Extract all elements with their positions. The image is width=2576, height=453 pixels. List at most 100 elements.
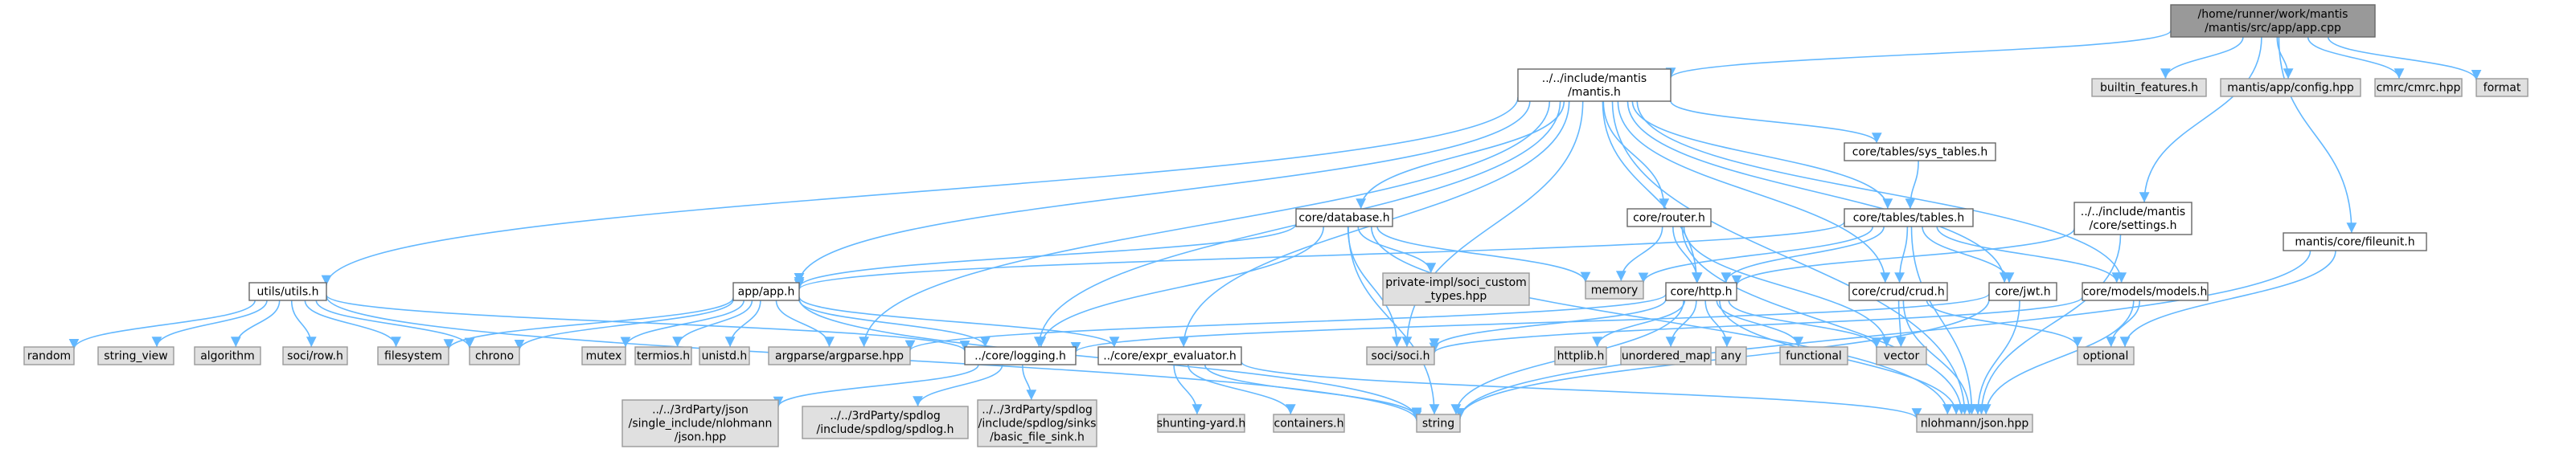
edge-mantis_h-to-utils_h [321,96,1519,286]
edge-models_h-to-soci_h [1429,296,2083,354]
edge-app_cpp-to-format [2327,36,2482,80]
node-mutex: mutex [581,346,626,365]
node-box [469,346,520,365]
edge-app_h-to-mutex [620,300,744,348]
edge-mantis_h-to-argparse [859,100,1551,348]
node-label: ../../include/mantis [2081,206,2185,218]
node-label: utils/utils.h [257,286,319,299]
node-fileunit[interactable]: mantis/core/fileunit.h [2283,232,2427,251]
node-box [1416,414,1461,433]
edge-database_h-to-app_h [794,223,1297,288]
node-expr-eval[interactable]: ../core/expr_evaluator.h [1097,346,1242,365]
node-label: ../../3rdParty/json [652,404,749,417]
edge-database_h-to-soci_custom [1357,226,1437,274]
node-label: /basic_file_sink.h [990,431,1085,444]
edge-logging_h-to-basic_file_sink [1022,364,1037,401]
node-label: ../core/logging.h [974,350,1066,363]
node-box [977,399,1097,447]
node-box [1157,414,1245,433]
node-mantis-h[interactable]: ../../include/mantis/mantis.h [1517,68,1672,102]
node-filesystem: filesystem [377,346,449,365]
node-label: /include/spdlog/sinks [978,418,1097,431]
edge-crud_h-to-nlohmann_json [1902,300,1975,415]
edge-tables_h-to-crud_h [1894,226,1909,284]
node-app-cpp[interactable]: /home/runner/work/mantis/mantis/src/app/… [2170,4,2376,38]
node-sys-tables[interactable]: core/tables/sys_tables.h [1844,142,1996,161]
node-box [1916,414,2033,433]
edge-settings_h-to-nlohmann_json [1976,234,2122,415]
node-box [1295,208,1393,227]
node-label: argparse/argparse.hpp [775,350,904,363]
edge-router_h-to-nlohmann_json [1681,226,1967,415]
edge-jwt_h-to-logging_h [1071,293,1990,353]
edge-utils_h-to-soci_row [290,300,317,348]
node-label: random [27,350,71,363]
edge-app_cpp-to-builtin_features [2160,36,2244,80]
node-label: string [1422,418,1454,431]
edge-expr_eval-to-string [1204,364,1422,418]
node-database-h[interactable]: core/database.h [1295,208,1393,227]
node-label: private-impl/soci_custom [1385,276,1527,289]
node-box [1715,346,1747,365]
node-settings-h[interactable]: ../../include/mantis/core/settings.h [2074,202,2192,235]
node-chrono: chrono [469,346,520,365]
node-box [1620,346,1712,365]
node-box [2077,346,2135,365]
node-httplib: httplib.h [1554,346,1607,365]
node-tables-h[interactable]: core/tables/tables.h [1844,208,1974,227]
edge-http_h-to-httplib [1592,300,1686,348]
node-box [97,346,174,365]
node-app-h[interactable]: app/app.h [732,282,800,301]
node-router-h[interactable]: core/router.h [1626,208,1712,227]
node-builtin-features: builtin_features.h [2091,78,2207,97]
node-label: ../../3rdParty/spdlog [830,410,941,422]
node-http-h[interactable]: core/http.h [1665,282,1737,301]
node-box [2082,282,2209,301]
edge-crud_h-to-vector [1895,300,1906,348]
node-label: any [1721,350,1741,363]
edge-mantis_h-to-router_h [1602,100,1670,210]
node-label: mantis/app/config.hpp [2227,82,2354,95]
edge-mantis_h-to-crud_h [1617,100,1891,284]
edge-utils_h-to-random [68,300,256,349]
edge-models_h-to-nlohmann_json [1980,300,2135,415]
node-box [1517,68,1672,102]
node-label: core/crud/crud.h [1852,286,1945,299]
edge-utils_h-to-algorithm [230,300,281,348]
node-jwt-h[interactable]: core/jwt.h [1988,282,2057,301]
node-box [1844,142,1996,161]
node-label: core/tables/sys_tables.h [1852,146,1987,159]
edge-app_cpp-to-settings_h [2139,36,2262,203]
node-models-h[interactable]: core/models/models.h [2082,282,2209,301]
node-label: mantis/core/fileunit.h [2295,236,2414,249]
node-label: string_view [104,350,167,363]
edge-expr_eval-to-nlohmann_json [1241,361,1922,419]
node-app-config: mantis/app/config.hpp [2220,78,2361,97]
node-label: ../../include/mantis [1542,72,1647,85]
node-box [2170,4,2376,38]
node-box [194,346,261,365]
edge-app_h-to-termios [672,300,753,348]
edge-app_h-to-logging_h [798,300,991,348]
node-label: httplib.h [1557,350,1605,363]
node-logging-h[interactable]: ../core/logging.h [964,346,1077,365]
node-box [1665,282,1737,301]
node-box [282,346,348,365]
node-label: nlohmann/json.hpp [1921,418,2029,431]
node-shunting-yard: shunting-yard.h [1157,414,1245,433]
node-utils-h[interactable]: utils/utils.h [248,282,327,301]
node-algorithm: algorithm [194,346,261,365]
node-label: /home/runner/work/mantis [2198,8,2348,21]
node-soci-h: soci/soci.h [1366,346,1435,365]
edge-http_h-to-functional [1716,300,1804,348]
edge-sys_tables-to-tables_h [1905,160,1919,210]
node-box [2374,78,2463,97]
node-termios: termios.h [634,346,692,365]
node-crud-h[interactable]: core/crud/crud.h [1848,282,1948,301]
edge-tables_h-to-jwt_h [1922,226,2015,284]
node-label: algorithm [200,350,255,363]
node-box [2476,78,2529,97]
node-box [621,399,779,447]
node-label: functional [1786,350,1842,363]
node-box [377,346,449,365]
